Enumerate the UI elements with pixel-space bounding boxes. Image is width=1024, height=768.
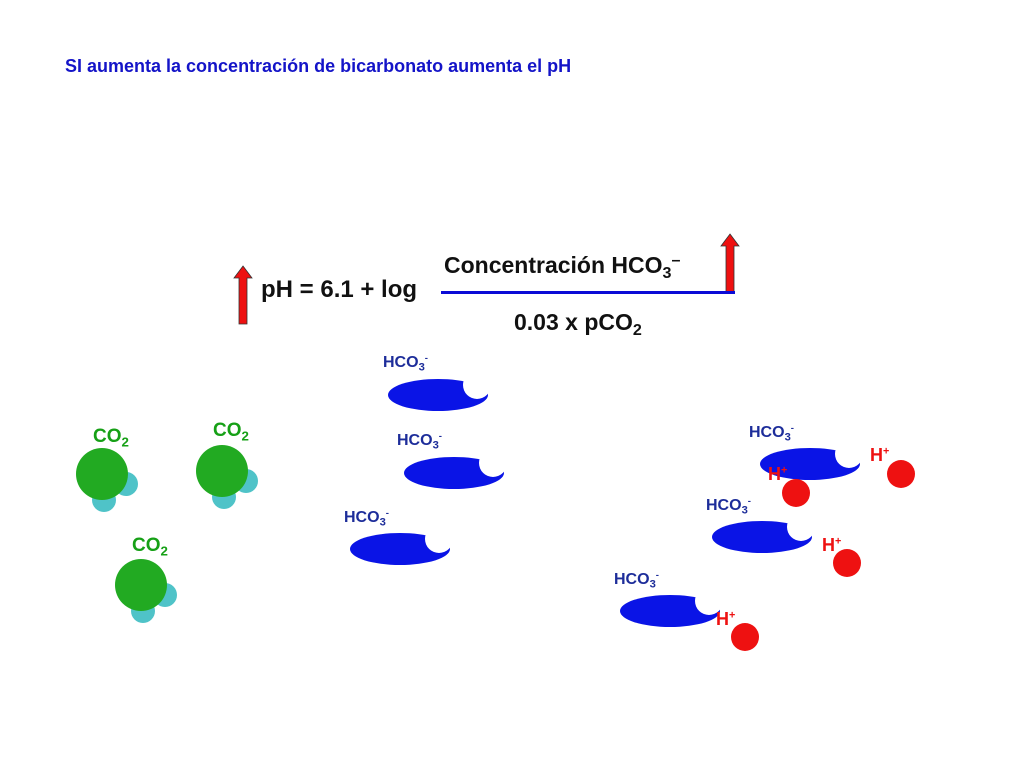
bicarbonate-ion-icon — [388, 376, 491, 411]
equation-denominator: 0.03 x pCO2 — [514, 309, 642, 339]
fraction-line — [441, 291, 735, 294]
proton-icon — [731, 623, 759, 651]
proton-icon — [833, 549, 861, 577]
hco3-label: HCO3- — [614, 570, 659, 591]
hco3-label: HCO3- — [383, 353, 428, 374]
slide-title: SI aumenta la concentración de bicarbona… — [65, 56, 572, 76]
proton-icon — [782, 479, 810, 507]
hco3-label: HCO3- — [749, 423, 794, 444]
co2-molecule-icon — [115, 559, 177, 623]
proton-label: H+ — [870, 445, 890, 465]
bicarbonate-ion-icon — [712, 518, 815, 553]
equation-numerator: Concentración HCO3– — [444, 251, 681, 282]
ph-increase-arrow-icon — [233, 265, 253, 325]
proton-label: H+ — [822, 535, 842, 555]
bicarbonate-ion-icon — [620, 592, 723, 627]
bicarbonate-ion-icon — [404, 454, 507, 489]
bicarbonate-ion-icon — [350, 530, 453, 565]
hco3-label: HCO3- — [344, 508, 389, 529]
proton-label: H+ — [768, 464, 788, 484]
equation-lhs: pH = 6.1 + log — [261, 276, 418, 303]
proton-icon — [887, 460, 915, 488]
bicarbonate-ion-icon — [760, 445, 863, 480]
hco3-label: HCO3- — [706, 496, 751, 517]
co2-label: CO2 — [132, 535, 168, 559]
proton-label: H+ — [716, 609, 736, 629]
co2-label: CO2 — [93, 426, 129, 450]
bicarbonate-increase-arrow-icon — [720, 233, 740, 293]
co2-label: CO2 — [213, 420, 249, 444]
co2-molecule-icon — [196, 445, 258, 509]
hco3-label: HCO3- — [397, 431, 442, 452]
co2-molecule-icon — [76, 448, 138, 512]
